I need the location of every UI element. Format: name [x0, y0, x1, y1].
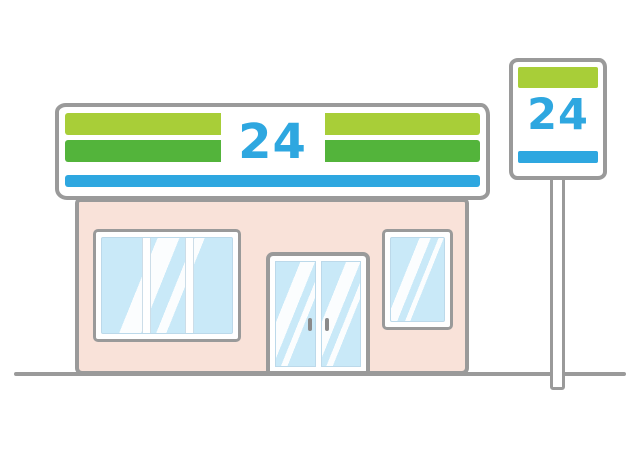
- left-window-glass: [101, 237, 233, 334]
- window-mullion: [142, 238, 152, 333]
- sign-pole: [550, 176, 565, 390]
- fascia-stripe-blue: [65, 175, 480, 187]
- door-handle-right: [324, 318, 329, 331]
- right-window-glass: [390, 237, 445, 322]
- storefront-fascia-sign: 24: [55, 103, 490, 200]
- door-right-panel: [320, 261, 361, 367]
- window-mullion: [185, 238, 195, 333]
- door-glass-panels: [275, 261, 361, 367]
- pole-sign-stripe-light-green: [518, 67, 598, 88]
- left-storefront-window: [93, 229, 241, 342]
- right-storefront-window: [382, 229, 453, 330]
- pole-sign-board: 24: [509, 58, 607, 180]
- entrance-double-door: [266, 252, 370, 375]
- door-left-panel: [275, 261, 316, 367]
- pole-sign-24-label: 24: [527, 90, 589, 140]
- fascia-24-label: 24: [220, 110, 325, 173]
- door-handle-left: [307, 318, 312, 331]
- pole-sign-stripe-blue: [518, 151, 598, 163]
